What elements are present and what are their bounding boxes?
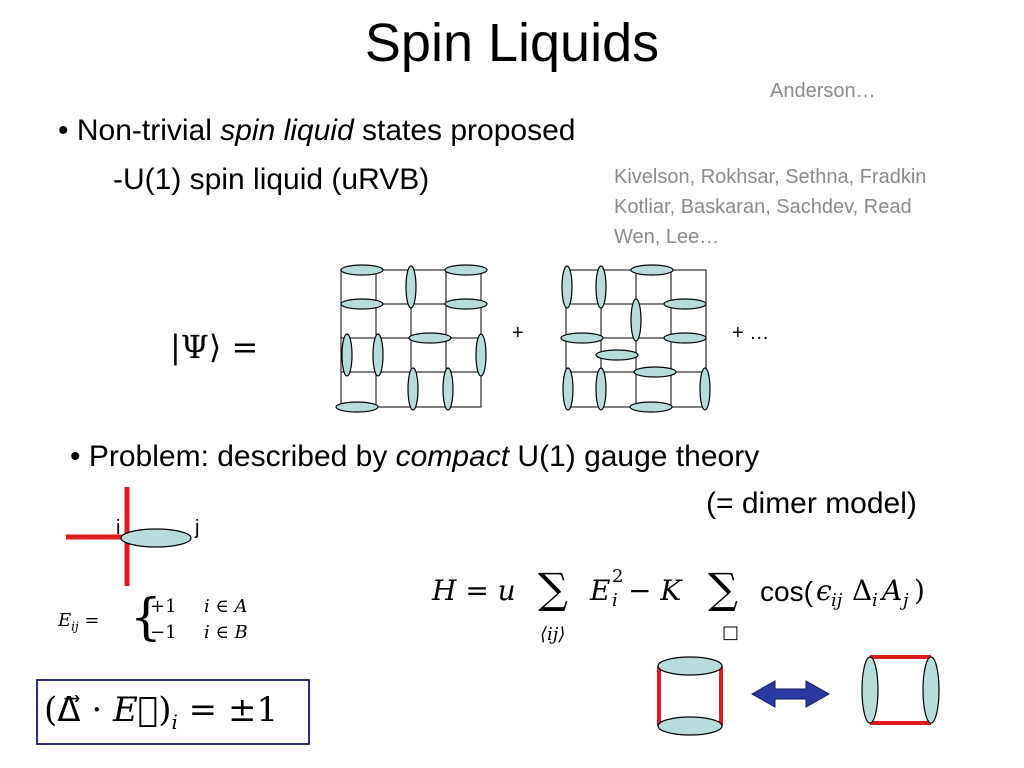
dimer (630, 298, 642, 342)
hamiltonian-equation: H = u ∑ ⟨ij⟩ E i 2 − K ∑ □ cos( ϵ ij Δ i… (432, 564, 992, 658)
bullet2-emphasis: compact (395, 440, 510, 473)
ham-gauge-a: A (882, 574, 903, 607)
gauss-open: ( (44, 690, 58, 730)
dimer (341, 333, 353, 377)
gauss-close: ) (158, 690, 172, 730)
ham-close: ) (914, 574, 925, 607)
cases-brace: { (130, 588, 162, 646)
plaquette-dimer (657, 656, 723, 676)
dimer (407, 367, 419, 411)
dimer (633, 366, 677, 378)
citation-line: Kivelson, Rokhsar, Sethna, Fradkin (614, 166, 927, 188)
plaquette-dimer (861, 656, 879, 724)
bullet-spin-liquid: • Non-trivial spin liquid states propose… (58, 114, 575, 148)
double-arrow (750, 680, 831, 708)
dimer (630, 264, 674, 276)
dimer (663, 332, 707, 344)
field-equals: = (78, 610, 100, 631)
dimers-lattice-2 (560, 264, 711, 413)
ham-term1-sub: i (612, 590, 618, 611)
dimer (560, 332, 604, 344)
site-label-j: j (195, 517, 200, 539)
dimer (629, 401, 673, 413)
dimer (340, 264, 384, 276)
ham-minus-k: − K (628, 574, 682, 607)
dimer (595, 367, 607, 411)
ham-term1-sup: 2 (612, 566, 624, 587)
dimer (562, 367, 574, 411)
dimer (475, 333, 487, 377)
dimer (372, 333, 384, 377)
case1-value: +1 (150, 596, 177, 617)
ham-epsilon: ϵ (816, 574, 832, 607)
dimer (340, 298, 384, 310)
gauss-efield: E⃗ (112, 690, 159, 730)
dimer (595, 265, 607, 309)
dimer (442, 367, 454, 411)
cases-block: +1 i ∈ A −1 i ∈ B (150, 594, 248, 646)
bullet1-prefix: Non-trivial (76, 114, 221, 147)
citation-line: Kotliar, Baskaran, Sachdev, Read (614, 196, 912, 218)
dimer (444, 298, 488, 310)
dimer (408, 332, 452, 344)
gauss-rhs: = ±1 (177, 690, 279, 730)
dimers-lattice-1 (335, 264, 488, 413)
ham-sum-1: ∑ (538, 564, 568, 613)
bullet1-emphasis: spin liquid (220, 114, 354, 147)
bullet1-suffix: states proposed (353, 114, 576, 147)
plus-ellipsis: + … (732, 322, 770, 344)
dimer (663, 298, 707, 310)
bond-dimer (120, 528, 192, 548)
bullet-problem: • Problem: described by compact U(1) gau… (70, 440, 759, 474)
ham-sum2-index: □ (722, 622, 740, 643)
dimer (699, 367, 711, 411)
ham-sum-2: ∑ (708, 564, 738, 613)
gauss-delta: Δ⃗ (57, 690, 81, 730)
ham-delta-sub: i (872, 590, 878, 611)
plaquette-flip-diagram (657, 655, 940, 736)
ham-sum1-index: ⟨ij⟩ (540, 624, 566, 645)
plaquette-dimer (922, 656, 940, 724)
wavefunction-psi: |Ψ⟩ = (170, 328, 259, 366)
case2-condition: i ∈ B (204, 622, 248, 643)
site-label-i: i (116, 517, 121, 539)
field-lhs-sub: ij (71, 619, 79, 634)
slide-title: Spin Liquids (364, 13, 660, 73)
dimer-model-note: (= dimer model) (706, 487, 917, 520)
dimer (335, 401, 379, 413)
ham-term1: E (590, 574, 611, 607)
case1-condition: i ∈ A (204, 596, 248, 617)
dimer (444, 264, 488, 276)
bullet2-suffix: U(1) gauge theory (509, 440, 760, 473)
case2-value: −1 (150, 622, 177, 643)
plus-sign: + (512, 322, 524, 344)
bullet-marker: • (58, 114, 69, 147)
dimer (561, 265, 573, 309)
dimer (595, 349, 639, 361)
ham-lhs: H = u (432, 574, 516, 607)
citation-anderson: Anderson… (770, 80, 876, 102)
gauss-dot: · (80, 690, 113, 730)
ham-delta: Δ (852, 574, 873, 607)
gauss-sub: i (171, 709, 178, 734)
gauss-law-box: (Δ⃗ · E⃗)i = ±1 (36, 679, 310, 745)
citation-line: Wen, Lee… (614, 226, 720, 248)
dimer (405, 265, 417, 309)
plaquette-dimer (657, 716, 723, 736)
bond-field-diagram (66, 487, 192, 586)
field-lhs: E (58, 610, 72, 631)
ham-cos: cos( (760, 576, 813, 607)
ham-gauge-a-sub: j (903, 590, 909, 611)
ham-epsilon-sub: ij (831, 590, 843, 611)
sub-item-u1: -U(1) spin liquid (uRVB) (113, 163, 430, 196)
citations-block: Kivelson, Rokhsar, Sethna, Fradkin Kotli… (614, 162, 926, 252)
bullet2-prefix: Problem: described by (88, 440, 396, 473)
bullet-marker: • (70, 440, 81, 473)
